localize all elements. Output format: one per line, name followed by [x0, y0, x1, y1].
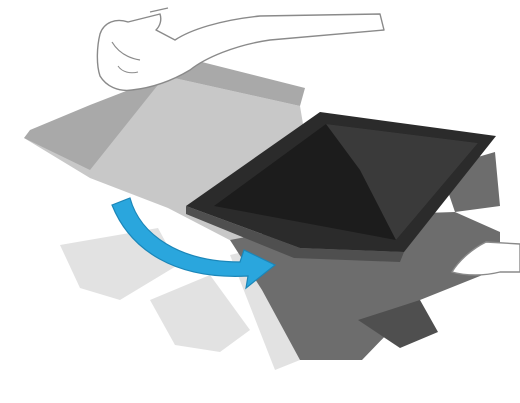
ghost-cover-panel-left [60, 228, 178, 300]
sleeve-line [150, 8, 168, 12]
ghost-cover-panel-bottom [150, 275, 250, 352]
